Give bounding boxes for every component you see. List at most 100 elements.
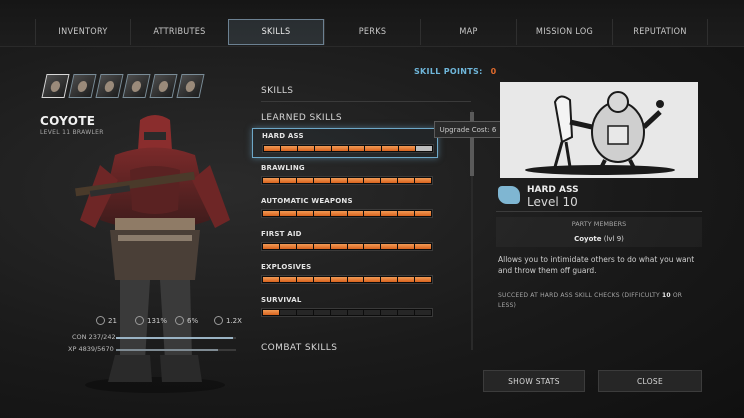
- skill-level-segment: [313, 211, 330, 216]
- upgrade-cost-tooltip: Upgrade Cost: 6: [434, 121, 502, 138]
- skill-row[interactable]: AUTOMATIC WEAPONS: [252, 194, 438, 224]
- skill-level-bar: [261, 275, 433, 284]
- skill-badge-icon: [498, 186, 520, 204]
- show-stats-button[interactable]: SHOW STATS: [483, 370, 585, 392]
- skill-points-label: SKILL POINTS:: [414, 67, 483, 76]
- skill-points: SKILL POINTS:0: [414, 67, 496, 76]
- skill-level-segment: [365, 146, 382, 151]
- stat-crit-chance: 6%: [175, 316, 198, 325]
- party-portrait[interactable]: [149, 74, 178, 98]
- skill-level-segment: [398, 211, 415, 216]
- portrait-face-icon: [184, 81, 197, 92]
- con-meter: [116, 337, 236, 339]
- skill-level-segment: [279, 178, 296, 183]
- skill-level-segment: [382, 146, 399, 151]
- skill-level-segment: [313, 277, 330, 282]
- skills-scroll-thumb[interactable]: [470, 112, 474, 176]
- requirement-text-end: OR LESS): [498, 292, 683, 309]
- skill-level-segment: [415, 178, 432, 183]
- party-member-entry: Coyote (lvl 9): [496, 235, 702, 243]
- tab-attributes[interactable]: ATTRIBUTES: [130, 19, 228, 45]
- skill-level-segment: [330, 211, 347, 216]
- skill-level-bar: [261, 308, 433, 317]
- skill-art-icon: [500, 82, 698, 178]
- party-portrait[interactable]: [95, 74, 124, 98]
- skill-level-segment: [347, 277, 364, 282]
- skill-row[interactable]: EXPLOSIVES: [252, 260, 438, 290]
- skills-title: SKILLS: [261, 86, 294, 96]
- stat-armor: 21: [96, 316, 117, 325]
- character-name: COYOTE: [40, 114, 96, 128]
- combat-skills-title: COMBAT SKILLS: [261, 343, 338, 353]
- skill-description: Allows you to intimidate others to do wh…: [498, 255, 695, 275]
- skill-level-segment: [330, 178, 347, 183]
- skill-name: HARD ASS: [262, 132, 304, 140]
- skill-level-segment: [364, 211, 381, 216]
- skill-level-segment: [364, 178, 381, 183]
- skill-level-segment: [279, 277, 296, 282]
- skill-level-segment: [347, 244, 364, 249]
- tab-skills[interactable]: SKILLS: [228, 19, 324, 45]
- tab-map[interactable]: MAP: [420, 19, 516, 45]
- skill-level-segment: [264, 146, 280, 151]
- skill-level-segment: [398, 310, 415, 315]
- skill-level-segment: [296, 178, 313, 183]
- skill-level-segment: [398, 178, 415, 183]
- skill-level-segment: [347, 178, 364, 183]
- skill-level-segment: [296, 211, 313, 216]
- skill-name: FIRST AID: [261, 230, 302, 238]
- tab-reputation[interactable]: REPUTATION: [612, 19, 708, 45]
- portrait-face-icon: [76, 81, 89, 92]
- skill-level-segment: [347, 211, 364, 216]
- skill-row[interactable]: FIRST AID: [252, 227, 438, 257]
- skill-level-segment: [263, 277, 279, 282]
- skill-level-segment: [313, 244, 330, 249]
- skill-level-segment: [263, 178, 279, 183]
- xp-label: XP 4839/5670: [68, 345, 114, 353]
- close-button[interactable]: CLOSE: [598, 370, 702, 392]
- tab-perks[interactable]: PERKS: [324, 19, 420, 45]
- skill-name: AUTOMATIC WEAPONS: [261, 197, 353, 205]
- skill-level-segment: [415, 211, 432, 216]
- skill-level-segment: [279, 244, 296, 249]
- skill-level-segment: [279, 310, 296, 315]
- skill-row[interactable]: BRAWLING: [252, 161, 438, 191]
- skill-level-segment: [364, 310, 381, 315]
- character-model: [75, 115, 230, 393]
- skill-level-segment: [297, 146, 314, 151]
- skill-level-segment: [381, 178, 398, 183]
- stat-value: 131%: [147, 316, 168, 325]
- skill-level-segment: [398, 277, 415, 282]
- skills-scrollbar[interactable]: [471, 110, 473, 350]
- skill-level-segment: [296, 277, 313, 282]
- requirement-text: SUCCEED AT HARD ASS SKILL CHECKS (DIFFIC…: [498, 292, 663, 299]
- divider: [261, 101, 471, 102]
- skill-level-segment: [348, 146, 365, 151]
- party-portrait[interactable]: [176, 74, 205, 98]
- tab-inventory[interactable]: INVENTORY: [35, 19, 130, 45]
- skill-level-segment: [381, 244, 398, 249]
- party-portrait[interactable]: [68, 74, 97, 98]
- party-portrait[interactable]: [122, 74, 151, 98]
- skill-level-bar: [261, 176, 433, 185]
- critical-icon: [214, 316, 223, 325]
- top-tab-bar: INVENTORY ATTRIBUTES SKILLS PERKS MAP MI…: [0, 0, 744, 47]
- divider: [496, 211, 702, 212]
- party-portrait[interactable]: [41, 74, 70, 98]
- portrait-face-icon: [49, 81, 62, 92]
- xp-meter: [116, 349, 236, 351]
- skill-name: BRAWLING: [261, 164, 305, 172]
- skill-level-bar: [261, 209, 433, 218]
- shield-icon: [96, 316, 105, 325]
- skill-level-segment: [399, 146, 416, 151]
- skill-level-segment: [279, 211, 296, 216]
- skill-level-segment: [415, 244, 432, 249]
- skill-level-segment: [415, 310, 432, 315]
- requirement-value: 10: [662, 292, 671, 299]
- skill-row[interactable]: HARD ASS: [252, 128, 438, 158]
- portrait-face-icon: [130, 81, 143, 92]
- tab-mission-log[interactable]: MISSION LOG: [516, 19, 612, 45]
- portrait-face-icon: [157, 81, 170, 92]
- skill-row[interactable]: SURVIVAL: [252, 293, 438, 323]
- skill-level-segment: [314, 146, 331, 151]
